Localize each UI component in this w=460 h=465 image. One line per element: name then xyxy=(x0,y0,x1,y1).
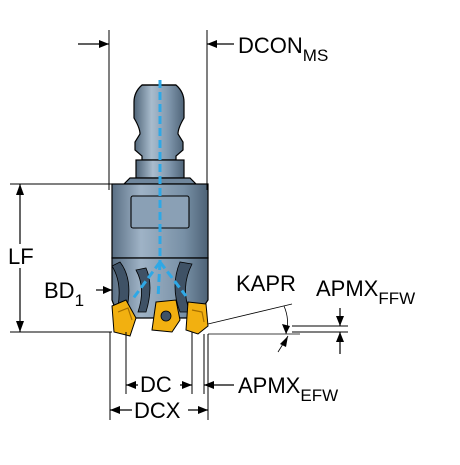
dc-label: DC xyxy=(140,372,172,397)
insert-right-edge xyxy=(191,309,205,323)
dim-kapr: KAPR xyxy=(207,271,300,353)
dcon-label: DCONMS xyxy=(238,33,328,65)
coolant-channels xyxy=(130,80,188,301)
insert-right xyxy=(185,301,209,335)
coolant-branch-left xyxy=(130,261,162,301)
coolant-branch-center xyxy=(156,261,162,299)
insert-screw-icon xyxy=(160,310,172,322)
insert-left-edge xyxy=(117,307,133,321)
flute-center xyxy=(135,267,151,313)
dim-apmx-efw: APMXEFW xyxy=(203,334,338,405)
coolant-branch-right xyxy=(158,261,188,297)
apmx-efw-label: APMXEFW xyxy=(238,373,338,405)
dim-bd1: BD1 xyxy=(44,278,112,310)
dim-apmx-ffw: APMXFFW xyxy=(292,276,415,354)
lf-label: LF xyxy=(8,244,34,269)
dim-dc: DC xyxy=(125,332,193,397)
dcx-label: DCX xyxy=(134,398,181,423)
apmx-ffw-label: APMXFFW xyxy=(316,276,415,308)
bd-label: BD1 xyxy=(44,278,84,310)
dim-dcx: DCX xyxy=(109,332,209,423)
dim-dcon-ms: DCONMS xyxy=(78,30,328,190)
kapr-label: KAPR xyxy=(236,271,296,296)
insert-left xyxy=(111,299,137,337)
dim-lf: LF xyxy=(8,183,112,333)
